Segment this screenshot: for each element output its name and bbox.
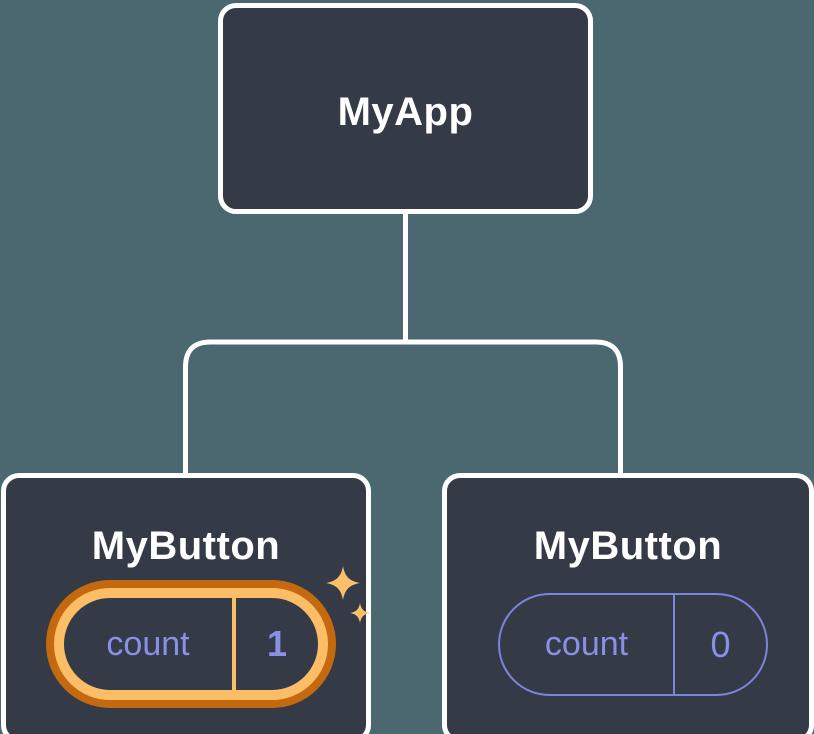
node-mybutton-left: MyButton count 1 <box>1 473 371 734</box>
node-mybutton-left-label: MyButton <box>91 524 281 568</box>
node-myapp-label: MyApp <box>337 90 474 134</box>
sparkles-icon <box>326 566 370 623</box>
state-value-label: 0 <box>710 623 731 665</box>
state-key-label: count <box>544 625 629 663</box>
node-myapp: MyApp <box>218 3 593 214</box>
state-pill-plain: count 0 <box>498 593 768 696</box>
pill-divider <box>232 598 236 690</box>
node-mybutton-right: MyButton count 0 <box>442 473 814 734</box>
state-key-label: count <box>106 624 190 663</box>
pill-divider <box>673 595 675 694</box>
state-value-cell: 0 <box>675 595 766 694</box>
node-mybutton-right-label: MyButton <box>533 524 723 568</box>
state-value-cell: 1 <box>236 598 318 690</box>
state-key-cell: count <box>64 598 232 690</box>
state-key-cell: count <box>500 595 673 694</box>
state-value-label: 1 <box>266 623 288 664</box>
sparkle-large <box>326 566 360 600</box>
sparkle-small <box>350 603 370 623</box>
state-pill-highlighted: count 1 <box>54 588 328 700</box>
connector-branch-bracket <box>183 339 623 474</box>
